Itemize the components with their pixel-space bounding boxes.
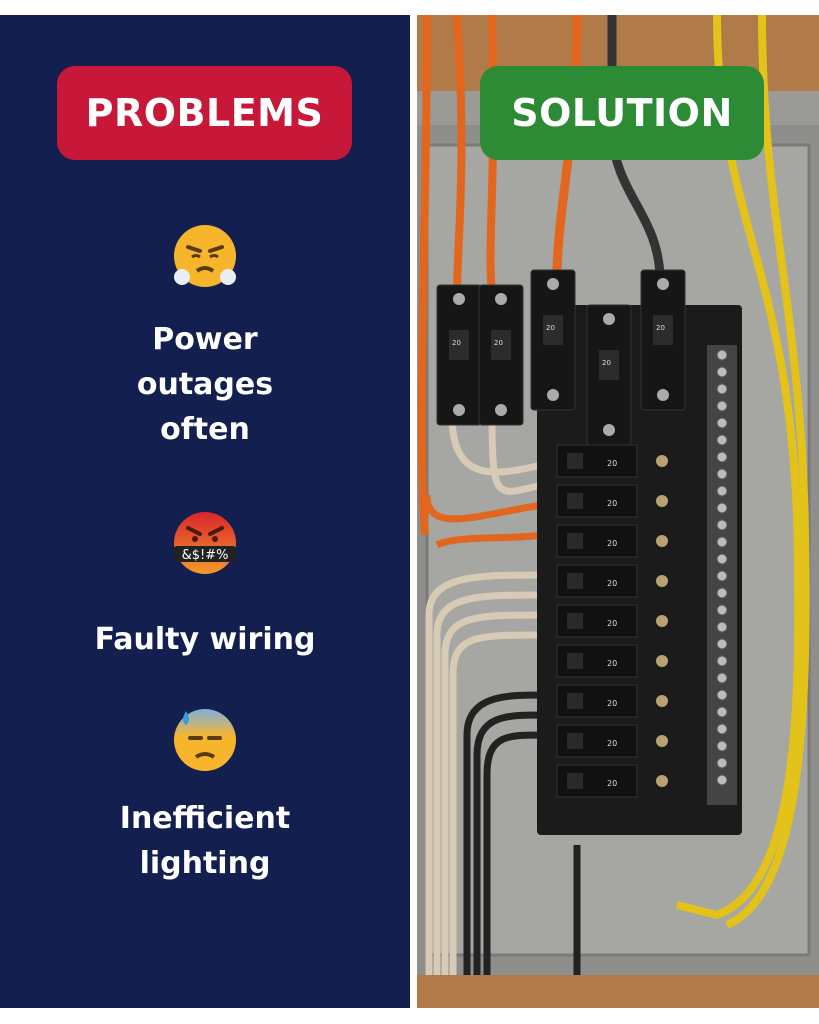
problems-panel: PROBLEMS Power outages often &$!#% Fault… xyxy=(0,15,410,1008)
problem-label: Inefficient xyxy=(119,801,291,836)
breaker-rating: 20 xyxy=(607,779,617,788)
breaker-rating: 20 xyxy=(607,619,617,628)
circuit-breaker: 20 xyxy=(436,284,482,426)
breaker-rating: 20 xyxy=(452,339,461,347)
face-with-steam-from-nose-icon xyxy=(170,221,240,291)
circuit-breaker: 20 xyxy=(556,724,668,758)
solution-panel: 20 20 20 20 20 20 20 20 20 20 20 20 20 20 SOLUTION xyxy=(417,15,819,1008)
breaker-rating: 20 xyxy=(607,539,617,548)
problem-label: outages xyxy=(136,367,274,402)
circuit-breaker: 20 xyxy=(556,524,668,558)
problem-label: lighting xyxy=(139,846,271,881)
breaker-rating: 20 xyxy=(656,324,665,332)
circuit-breaker: 20 xyxy=(556,604,668,638)
circuit-breaker: 20 xyxy=(556,764,668,798)
breaker-rating: 20 xyxy=(607,739,617,748)
breaker-rating: 20 xyxy=(607,459,617,468)
circuit-breaker: 20 xyxy=(556,484,668,518)
circuit-breaker: 20 xyxy=(556,644,668,678)
breaker-rating: 20 xyxy=(546,324,555,332)
symbols-text: &$!#% xyxy=(182,548,229,563)
breaker-rating: 20 xyxy=(494,339,503,347)
circuit-breaker: 20 xyxy=(556,564,668,598)
problem-label: Faulty wiring xyxy=(94,622,316,657)
problem-label: often xyxy=(160,412,250,447)
breaker-rating: 20 xyxy=(607,659,617,668)
circuit-breaker: 20 xyxy=(530,269,576,411)
circuit-breaker: 20 xyxy=(478,284,524,426)
circuit-breaker: 20 xyxy=(586,304,632,446)
breaker-panel-photo: 20 20 20 20 20 20 20 20 20 20 20 20 20 20 xyxy=(417,15,819,1008)
circuit-breaker: 20 xyxy=(556,684,668,718)
breaker-rating: 20 xyxy=(607,499,617,508)
breaker-rating: 20 xyxy=(607,699,617,708)
circuit-breaker: 20 xyxy=(556,444,668,478)
downcast-face-with-sweat-icon xyxy=(170,705,240,775)
solution-badge: SOLUTION xyxy=(480,66,764,160)
problem-label: Power xyxy=(152,322,258,357)
breaker-rating: 20 xyxy=(607,579,617,588)
face-with-symbols-on-mouth-icon: &$!#% xyxy=(170,508,240,578)
circuit-breaker: 20 xyxy=(640,269,686,411)
breaker-rating: 20 xyxy=(602,359,611,367)
problems-badge: PROBLEMS xyxy=(57,66,352,160)
